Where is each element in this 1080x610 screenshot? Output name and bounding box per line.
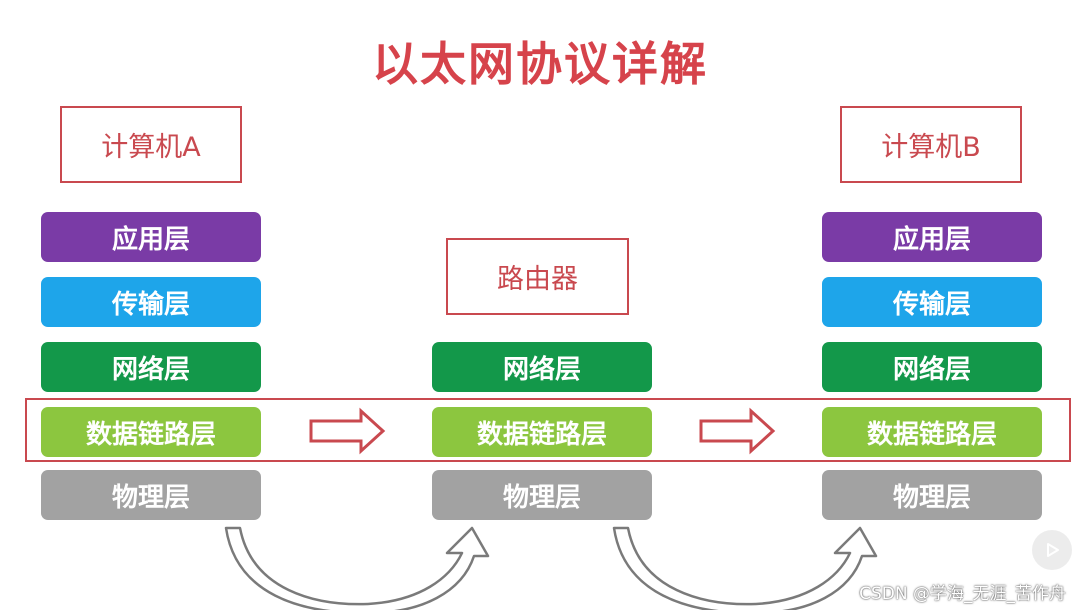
computer-a-label: 计算机A (101, 132, 201, 163)
watermark-text: CSDN @学海_无涯_苦作舟 (859, 584, 1066, 604)
router-box: 路由器 (446, 238, 629, 315)
router-network-layer: 网络层 (432, 342, 652, 392)
computer-a-transport-layer: 传输层 (41, 277, 261, 327)
diagram-title: 以太网协议详解 (372, 37, 708, 91)
computer-b-physical-layer: 物理层 (822, 470, 1042, 520)
physical-curve-arrow-a-to-router (224, 526, 490, 610)
computer-b-datalink-layer: 数据链路层 (822, 407, 1042, 457)
computer-a-physical-layer: 物理层 (41, 470, 261, 520)
play-triangle-icon (1047, 543, 1059, 557)
computer-a-datalink-layer: 数据链路层 (41, 407, 261, 457)
computer-a-application-layer: 应用层 (41, 212, 261, 262)
computer-b-box: 计算机B (840, 106, 1022, 183)
computer-a-network-layer: 网络层 (41, 342, 261, 392)
physical-curve-arrow-router-to-b (612, 526, 878, 610)
play-icon[interactable] (1032, 530, 1072, 570)
router-datalink-layer: 数据链路层 (432, 407, 652, 457)
datalink-arrow-a-to-router (309, 407, 386, 455)
datalink-arrow-router-to-b (699, 407, 776, 455)
computer-b-label: 计算机B (881, 132, 981, 163)
computer-a-box: 计算机A (60, 106, 242, 183)
datalink-highlight-frame (25, 398, 1071, 462)
computer-b-transport-layer: 传输层 (822, 277, 1042, 327)
computer-b-network-layer: 网络层 (822, 342, 1042, 392)
router-physical-layer: 物理层 (432, 470, 652, 520)
router-label: 路由器 (497, 264, 578, 295)
computer-b-application-layer: 应用层 (822, 212, 1042, 262)
